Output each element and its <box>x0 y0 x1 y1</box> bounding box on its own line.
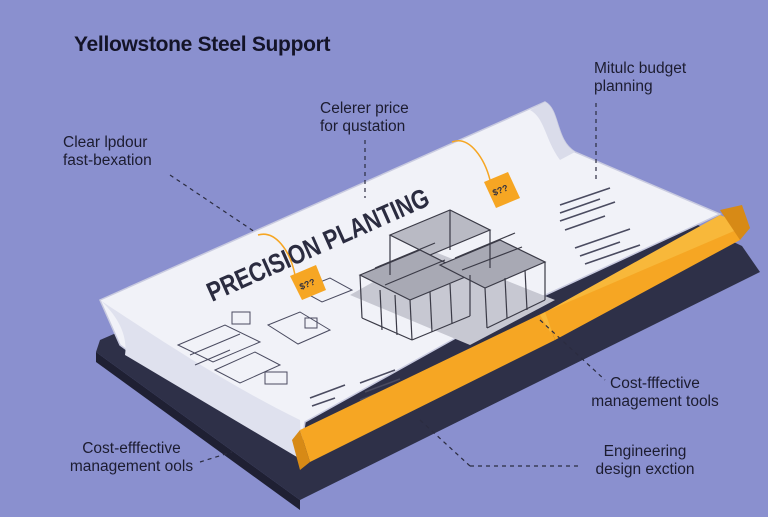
callout-management-tools-left: Cost-efffective management ools <box>69 440 194 475</box>
blueprint-sketches <box>176 277 354 385</box>
callout-leader-lines <box>169 103 606 467</box>
page-title: Yellowstone Steel Support <box>74 33 331 56</box>
callout-engineering-design: Engineering design exction <box>595 443 695 478</box>
callout-budget-planning: Mitulc budget planning <box>594 60 687 95</box>
steel-frame-structure <box>358 209 547 341</box>
orange-beam <box>292 205 750 470</box>
price-tag-right: $?? <box>451 140 520 208</box>
dark-base-edge <box>96 352 300 510</box>
paper-top-curl <box>530 102 575 160</box>
spec-text-lines <box>309 187 641 407</box>
price-tag-left: $?? <box>257 233 326 300</box>
callout-clear-lpdour: Clear lpdour fast-bexation <box>63 134 152 169</box>
callout-management-tools-right: Cost-fffective management tools <box>591 375 719 410</box>
paper-curl <box>100 300 302 460</box>
callout-celerer-price: Celerer price for qustation <box>320 100 409 135</box>
